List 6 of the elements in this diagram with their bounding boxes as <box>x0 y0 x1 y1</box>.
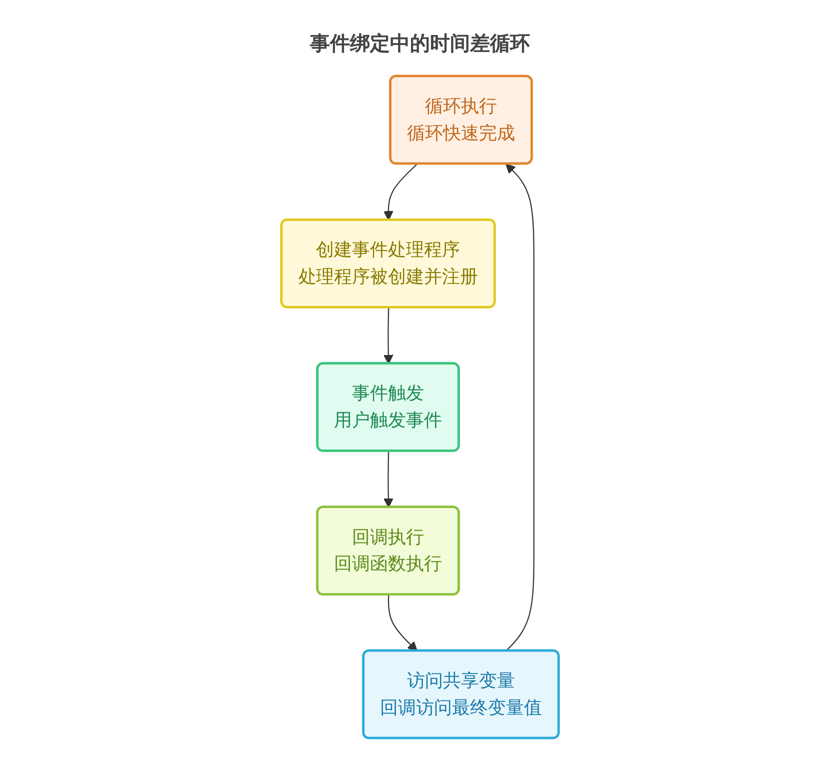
arrow <box>506 164 534 652</box>
arrow <box>388 594 418 652</box>
arrow <box>383 451 394 508</box>
arrow <box>383 308 394 364</box>
arrow <box>383 164 418 221</box>
diagram-title: 事件绑定中的时间差循环 <box>309 30 531 57</box>
